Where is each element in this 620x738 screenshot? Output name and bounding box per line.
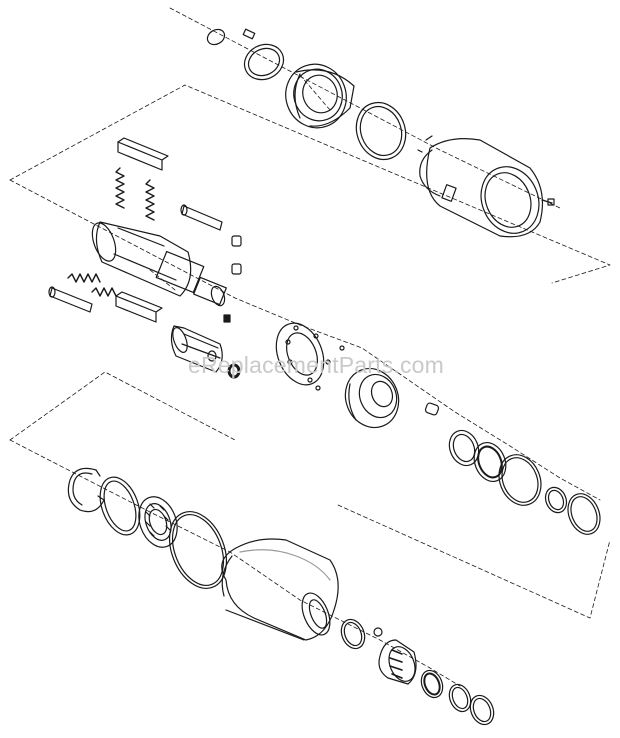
gasket bbox=[93, 472, 147, 541]
motor-housing bbox=[418, 136, 554, 242]
assembly-lines bbox=[10, 8, 610, 686]
retainer-plate bbox=[268, 316, 344, 392]
hammer-pins bbox=[49, 205, 222, 312]
nose-housing bbox=[222, 539, 338, 640]
o-ring-large bbox=[159, 503, 237, 597]
seal-rings bbox=[444, 426, 605, 539]
o-ring-top bbox=[205, 26, 228, 47]
snap-ring bbox=[68, 468, 104, 511]
plungers bbox=[224, 236, 241, 322]
anvil bbox=[170, 326, 239, 377]
cam bbox=[337, 360, 408, 435]
bearing-plate bbox=[425, 402, 440, 416]
pin bbox=[243, 29, 255, 39]
small-rings bbox=[417, 667, 497, 728]
bearing bbox=[132, 491, 184, 552]
hammer-frame bbox=[49, 138, 227, 322]
ring-small bbox=[239, 38, 290, 86]
ring-large bbox=[349, 96, 414, 167]
front-cover bbox=[277, 56, 355, 137]
springs bbox=[68, 168, 154, 296]
bushing bbox=[337, 616, 420, 685]
